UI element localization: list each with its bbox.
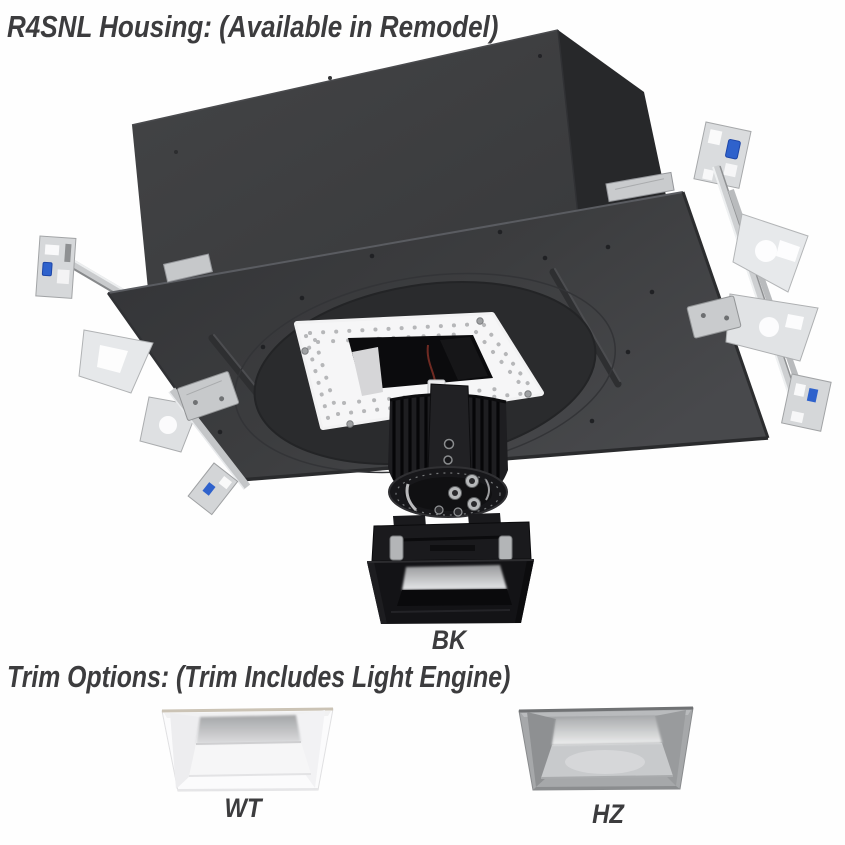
hz-reflector — [552, 716, 662, 745]
trim-section-title: Trim Options: (Trim Includes Light Engin… — [7, 659, 511, 694]
trim-label-wt: WT — [224, 793, 262, 823]
hanger-hardware-left — [78, 329, 251, 516]
blue-clip — [725, 139, 741, 160]
blue-clip — [202, 482, 216, 496]
blue-clip — [41, 261, 53, 277]
bar-receiver-right — [605, 171, 675, 203]
trim-holder — [371, 513, 532, 562]
trim-hz-illustration — [518, 706, 694, 791]
bar-mount-plate-left — [176, 371, 240, 421]
nail-plate-foot-left-upper — [35, 235, 77, 299]
bar-mount-plate-right — [686, 295, 742, 339]
blue-clip — [806, 387, 819, 403]
hanger-bar-right — [712, 164, 799, 405]
page-title: R4SNL Housing: (Available in Remodel) — [7, 9, 499, 44]
set-screw — [434, 505, 444, 515]
trim-bk-illustration — [366, 559, 535, 624]
frame-corner-holes — [301, 317, 532, 428]
yoke-screw — [443, 438, 455, 450]
trim-wt-illustration — [161, 707, 334, 792]
set-screw — [453, 507, 463, 517]
hanger-hardware-right — [686, 121, 832, 432]
housing-illustration — [35, 29, 832, 624]
bk-reflector — [402, 565, 507, 590]
nail-plate-foot-right-upper — [693, 121, 752, 189]
aperture-inner-wall — [352, 347, 383, 396]
aiming-ring — [388, 466, 508, 518]
torsion-spring — [389, 535, 404, 561]
nail-plate-foot-right-lower — [781, 373, 832, 432]
yoke-screw — [443, 455, 453, 465]
nail-plate-foot-left-lower — [187, 462, 239, 516]
torsion-spring — [498, 535, 513, 561]
trim-label-bk: BK — [431, 625, 467, 655]
wt-reflector — [196, 715, 301, 744]
lead-wire — [426, 344, 436, 382]
light-engine — [388, 383, 508, 518]
trim-label-hz: HZ — [592, 799, 624, 829]
bar-receiver-left — [162, 253, 214, 283]
